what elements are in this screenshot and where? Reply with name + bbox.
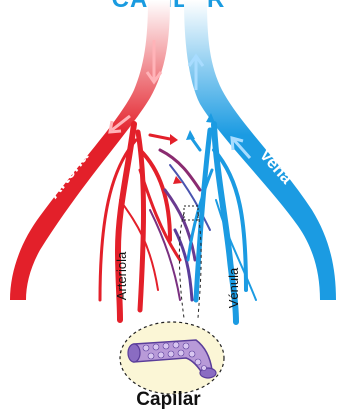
- venule-label: Vénula: [226, 267, 241, 308]
- artery-vessel: [10, 0, 170, 300]
- zoom-line-left: [179, 213, 184, 318]
- capillary-label: Capilar: [0, 389, 337, 411]
- arteriole-label: Arteriola: [114, 251, 129, 300]
